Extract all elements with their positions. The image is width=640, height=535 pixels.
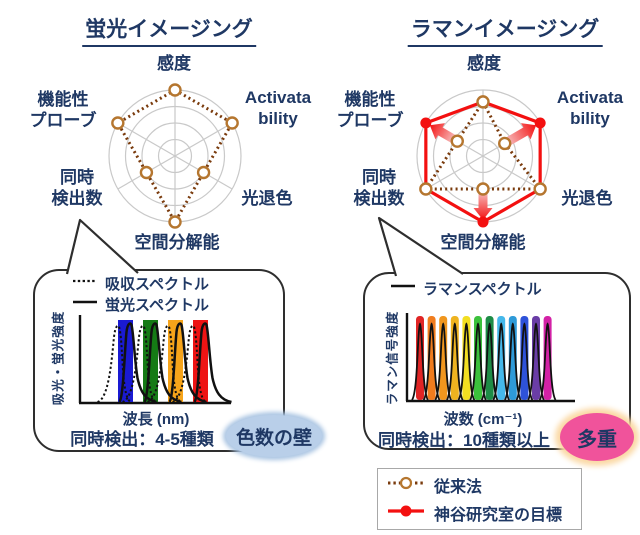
- legend-label-goal: 神谷研究室の目標: [434, 507, 563, 524]
- solid-line-swatch-icon: [72, 294, 98, 315]
- legend-row-absorption: 吸収スペクトル: [72, 273, 209, 293]
- raman-spectrum-legend: ラマンスペクトル: [390, 278, 542, 298]
- solid-line-swatch-icon: [390, 278, 416, 299]
- color-limit-badge: 色数の壁: [226, 415, 322, 457]
- raman-title: ラマンイメージング: [407, 13, 603, 47]
- fluorescence-spectra-plot: [78, 315, 232, 405]
- fluorescence-title: 蛍光イメージング: [82, 13, 256, 47]
- legend-row-goal: 神谷研究室の目標: [387, 501, 581, 525]
- raman-caption: 同時検出：10種類以上: [378, 431, 550, 450]
- axis-label-photobleach-right: 光退色: [561, 189, 613, 208]
- legend-label-emission: 蛍光スペクトル: [105, 296, 209, 314]
- legend-row-emission: 蛍光スペクトル: [72, 294, 209, 314]
- axis-label-activatability-right: Activata bility: [556, 88, 624, 128]
- axis-label-multiplex-right: 同時 検出数: [353, 168, 405, 208]
- raman-x-axis-label: 波数 (cm⁻¹): [443, 411, 523, 428]
- fluorescence-y-axis-label: 吸光・蛍光強度: [51, 310, 66, 406]
- dotted-line-swatch-icon: [72, 273, 98, 294]
- axis-label-photobleach-left: 光退色: [241, 189, 293, 208]
- fluorescence-radar-chart: [108, 83, 242, 229]
- axis-label-resolution-left: 空間分解能: [134, 233, 220, 252]
- legend-row-conventional: 従来法: [387, 473, 581, 497]
- fluorescence-caption: 同時検出：4-5種類: [70, 430, 214, 449]
- fluorescence-x-axis-label: 波長 (nm): [122, 411, 190, 428]
- raman-spectra-plot: [405, 313, 575, 403]
- axis-label-multiplex-left: 同時 検出数: [51, 168, 103, 208]
- legend-row-raman: ラマンスペクトル: [390, 278, 542, 298]
- raman-radar-chart: [416, 89, 550, 228]
- legend-label-raman: ラマンスペクトル: [423, 280, 542, 298]
- multiplex-badge: 多重: [560, 413, 634, 461]
- fluorescence-spectrum-legend: 吸収スペクトル 蛍光スペクトル: [72, 273, 209, 314]
- axis-label-resolution-right: 空間分解能: [440, 233, 526, 252]
- axis-label-probe-left: 機能性 プローブ: [29, 90, 97, 130]
- axis-label-sensitivity-right: 感度: [467, 54, 501, 73]
- legend-label-absorption: 吸収スペクトル: [105, 275, 209, 293]
- legend-label-conventional: 従来法: [434, 479, 483, 496]
- dotted-open-circle-swatch-icon: [387, 475, 425, 496]
- axis-label-sensitivity-left: 感度: [157, 54, 191, 73]
- red-filled-circle-swatch-icon: [387, 503, 425, 524]
- figure-legend-box: 従来法 神谷研究室の目標: [377, 468, 582, 530]
- axis-label-activatability-left: Activata bility: [244, 88, 312, 128]
- axis-label-probe-right: 機能性 プローブ: [336, 90, 404, 130]
